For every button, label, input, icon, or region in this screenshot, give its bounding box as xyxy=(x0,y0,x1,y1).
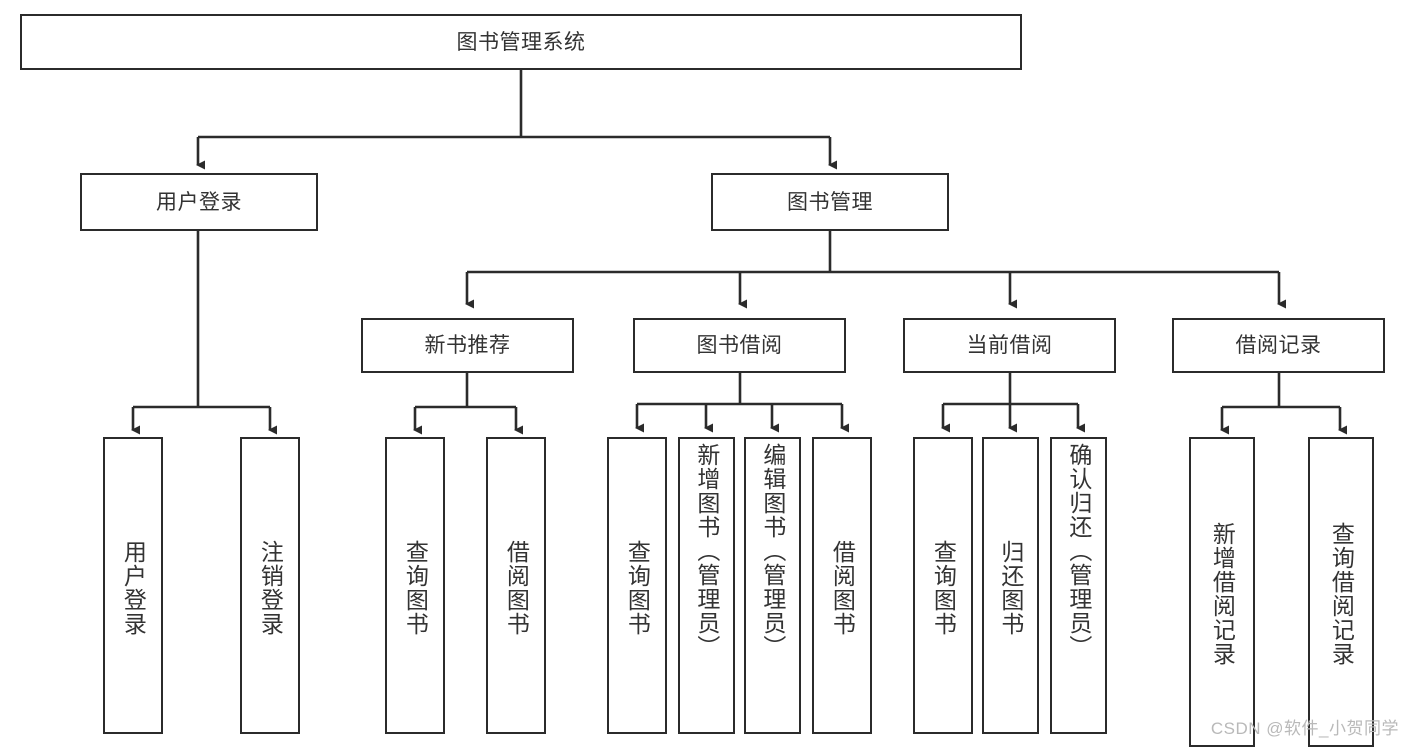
node-leaf-edit-book[interactable]: 编辑图书（管理员） xyxy=(744,437,801,734)
node-leaf-query-book-3[interactable]: 查询图书 xyxy=(913,437,973,734)
node-leaf-return-book[interactable]: 归还图书 xyxy=(982,437,1039,734)
node-leaf-query-book-3-label: 查询图书 xyxy=(930,539,957,636)
node-new-book-rec[interactable]: 新书推荐 xyxy=(361,318,574,373)
watermark-text: CSDN @软件_小贺同学 xyxy=(1210,719,1399,738)
node-borrow-record-label: 借阅记录 xyxy=(1235,334,1322,357)
node-book-borrow-label: 图书借阅 xyxy=(696,334,783,357)
node-leaf-logout-login[interactable]: 注销登录 xyxy=(240,437,300,734)
node-leaf-logout-login-label: 注销登录 xyxy=(257,539,284,636)
node-leaf-query-book-1-label: 查询图书 xyxy=(402,539,429,636)
node-book-manage-label: 图书管理 xyxy=(787,190,873,214)
node-book-manage[interactable]: 图书管理 xyxy=(711,173,949,231)
node-leaf-user-login[interactable]: 用户登录 xyxy=(103,437,163,734)
node-leaf-borrow-book-2[interactable]: 借阅图书 xyxy=(812,437,872,734)
node-root[interactable]: 图书管理系统 xyxy=(20,14,1022,70)
node-leaf-edit-book-label: 编辑图书（管理员） xyxy=(759,443,786,659)
node-new-book-rec-label: 新书推荐 xyxy=(424,334,511,357)
node-leaf-user-login-label: 用户登录 xyxy=(120,539,147,636)
node-root-label: 图书管理系统 xyxy=(456,30,586,54)
node-leaf-query-record-label: 查询借阅记录 xyxy=(1328,522,1355,666)
node-leaf-query-book-1[interactable]: 查询图书 xyxy=(385,437,445,734)
node-leaf-borrow-book-1-label: 借阅图书 xyxy=(503,539,530,636)
node-current-borrow[interactable]: 当前借阅 xyxy=(903,318,1116,373)
node-leaf-add-record-label: 新增借阅记录 xyxy=(1209,522,1236,666)
node-leaf-add-book[interactable]: 新增图书（管理员） xyxy=(678,437,735,734)
node-leaf-confirm-return-label: 确认归还（管理员） xyxy=(1065,443,1092,659)
node-leaf-return-book-label: 归还图书 xyxy=(997,539,1024,636)
node-leaf-confirm-return[interactable]: 确认归还（管理员） xyxy=(1050,437,1107,734)
node-leaf-borrow-book-1[interactable]: 借阅图书 xyxy=(486,437,546,734)
node-borrow-record[interactable]: 借阅记录 xyxy=(1172,318,1385,373)
node-leaf-borrow-book-2-label: 借阅图书 xyxy=(829,539,856,636)
node-user-login[interactable]: 用户登录 xyxy=(80,173,318,231)
node-leaf-add-book-label: 新增图书（管理员） xyxy=(693,443,720,659)
node-user-login-label: 用户登录 xyxy=(156,190,242,214)
node-current-borrow-label: 当前借阅 xyxy=(966,334,1053,357)
node-leaf-add-record[interactable]: 新增借阅记录 xyxy=(1189,437,1255,747)
node-book-borrow[interactable]: 图书借阅 xyxy=(633,318,846,373)
node-leaf-query-record[interactable]: 查询借阅记录 xyxy=(1308,437,1374,747)
node-leaf-query-book-2[interactable]: 查询图书 xyxy=(607,437,667,734)
node-leaf-query-book-2-label: 查询图书 xyxy=(624,539,651,636)
